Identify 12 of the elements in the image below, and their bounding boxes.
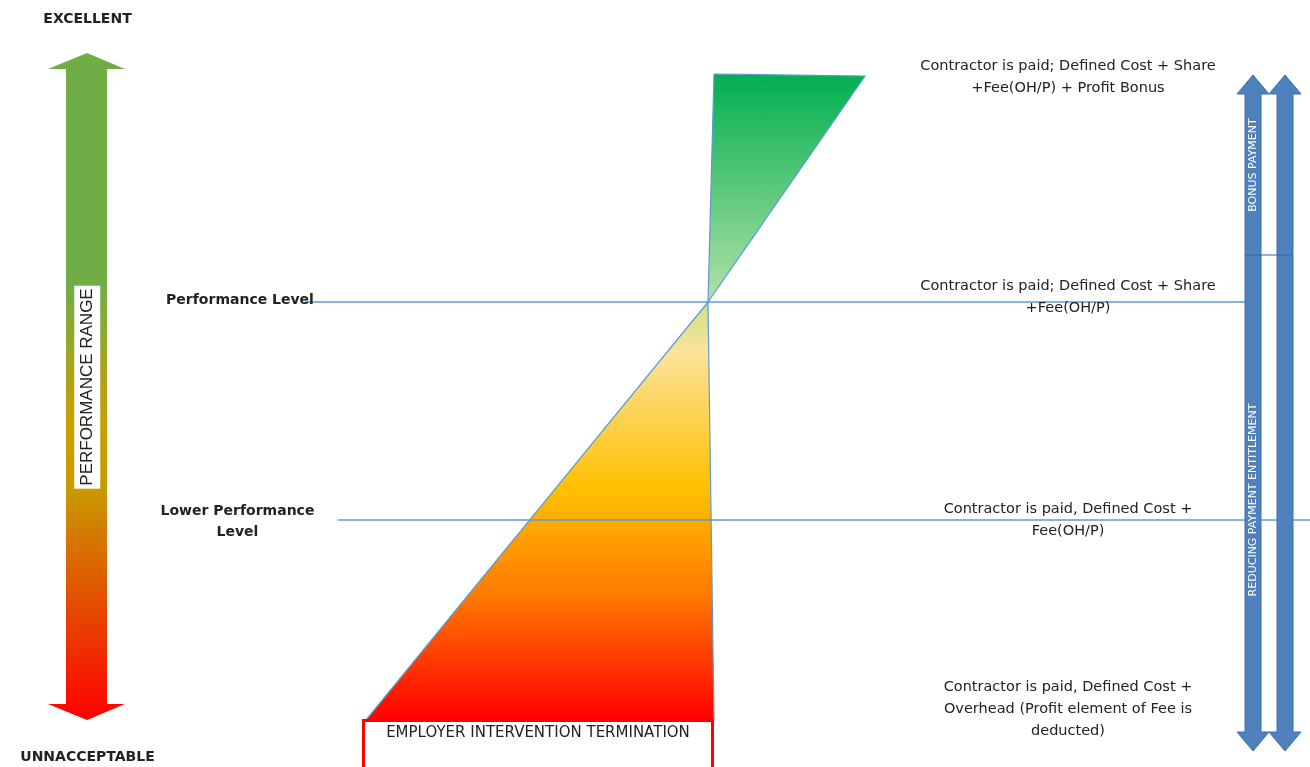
payment-note: Contractor is paid; Defined Cost + Share +Fee(OH/P) + Profit Bonus bbox=[919, 56, 1217, 97]
rating-label: UNNACCEPTABLE bbox=[19, 747, 156, 766]
rating-label: EXCELLENT bbox=[42, 9, 133, 28]
termination-box: EMPLOYER INTERVENTION TERMINATION bbox=[362, 719, 714, 767]
arrow-label: REDUCING PAYMENT ENTITLEMENT bbox=[1244, 403, 1260, 597]
level-label: Performance Level bbox=[165, 290, 315, 309]
arrow-label: BONUS PAYMENT bbox=[1244, 118, 1260, 212]
axis-title: PERFORMANCE RANGE bbox=[74, 285, 100, 489]
payment-note: Contractor is paid, Defined Cost + Overhead (Profit element of Fee is deducted) bbox=[942, 677, 1194, 740]
payment-note: Contractor is paid; Defined Cost + Share +Fee(OH/P) bbox=[919, 276, 1217, 317]
payment-note: Contractor is paid, Defined Cost + Fee(OH/P) bbox=[942, 499, 1194, 540]
level-label: Lower Performance Level bbox=[159, 501, 316, 541]
